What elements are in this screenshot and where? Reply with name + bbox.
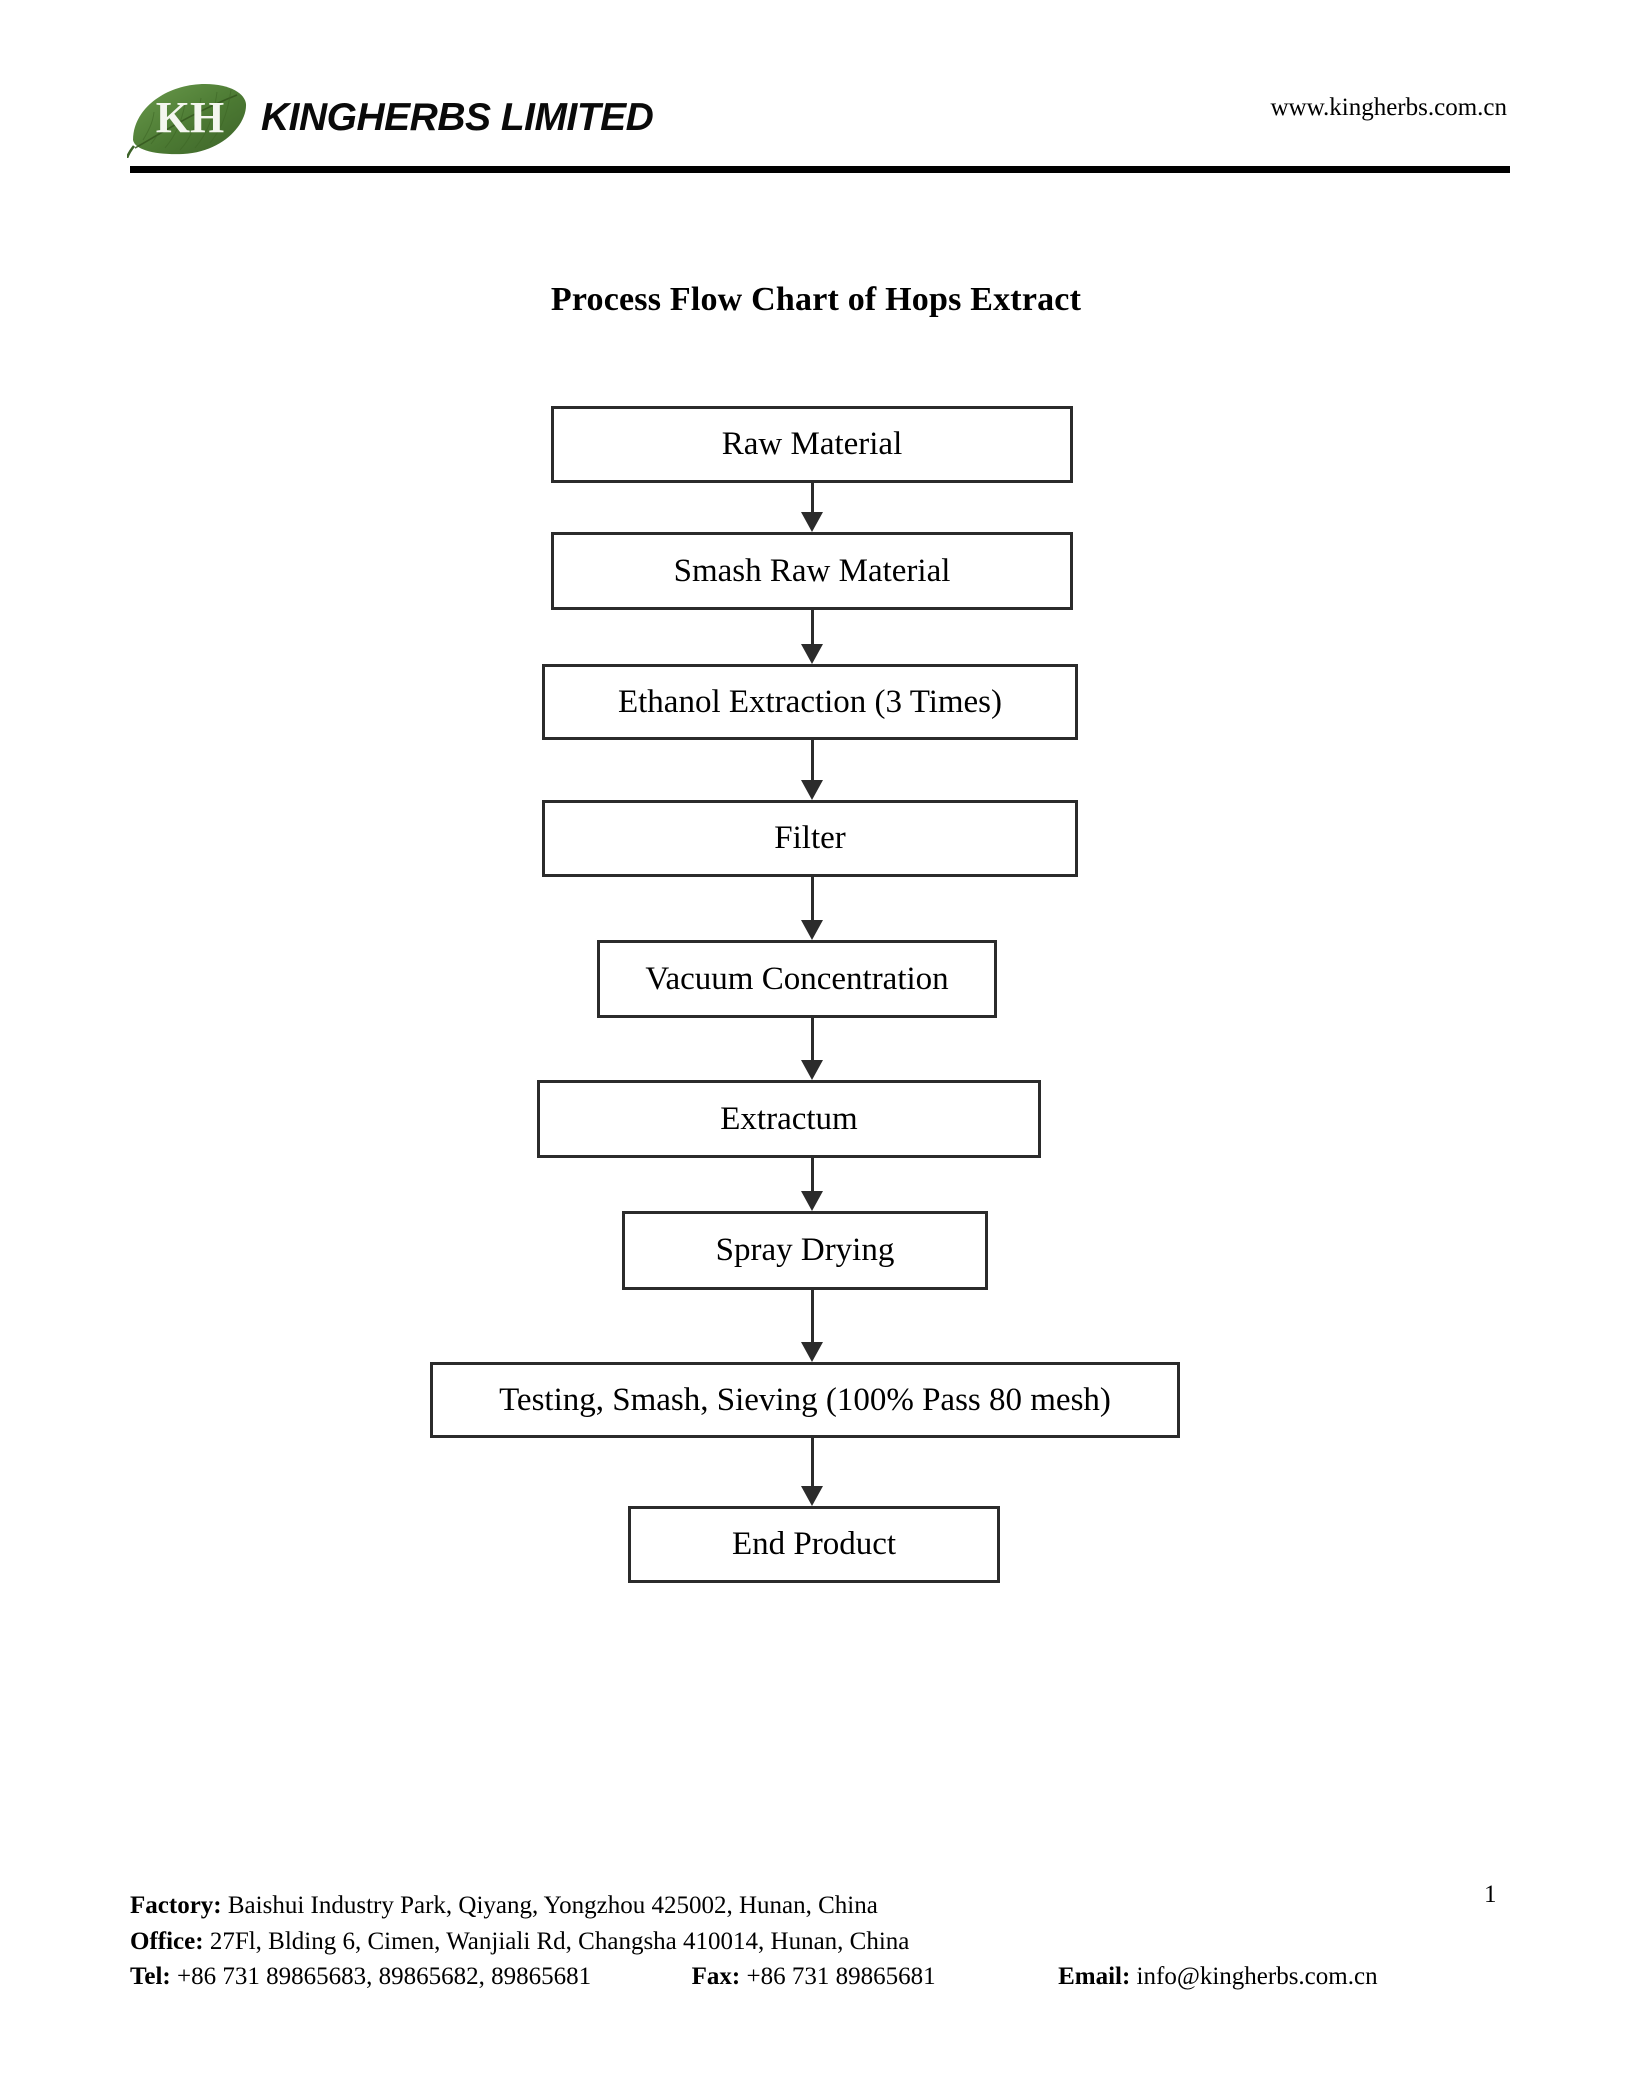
arrow-shaft [810, 1018, 814, 1062]
leaf-icon: KH [127, 78, 249, 158]
arrow-head-icon [801, 780, 823, 800]
header-website-url[interactable]: www.kingherbs.com.cn [1270, 94, 1507, 121]
flow-arrow-n1-to-n2 [798, 483, 826, 532]
flow-node-n8[interactable]: Testing, Smash, Sieving (100% Pass 80 me… [430, 1362, 1180, 1438]
footer-factory-line: Factory: Baishui Industry Park, Qiyang, … [130, 1888, 1510, 1924]
logo-monogram: KH [155, 93, 225, 142]
flow-arrow-n4-to-n5 [798, 877, 826, 940]
flow-node-label: Raw Material [721, 426, 903, 463]
footer-email-value[interactable]: info@kingherbs.com.cn [1136, 1963, 1378, 1990]
flow-node-label: End Product [731, 1526, 897, 1563]
arrow-shaft [810, 1158, 814, 1193]
footer-tel-label: Tel: [130, 1963, 171, 1990]
arrow-shaft [810, 1438, 814, 1488]
company-name: KINGHERBS LIMITED [261, 96, 654, 139]
arrow-head-icon [801, 1060, 823, 1080]
footer-email-label: Email: [1058, 1963, 1131, 1990]
arrow-shaft [810, 1290, 814, 1344]
flow-arrow-n6-to-n7 [798, 1158, 826, 1211]
flow-arrow-n8-to-n9 [798, 1438, 826, 1506]
arrow-shaft [810, 610, 814, 646]
arrow-shaft [810, 740, 814, 782]
flow-node-n9[interactable]: End Product [628, 1506, 1000, 1583]
footer-tel-value: +86 731 89865683, 89865682, 89865681 [177, 1963, 592, 1990]
footer-office-line: Office: 27Fl, Blding 6, Cimen, Wanjiali … [130, 1924, 1510, 1960]
flow-node-label: Smash Raw Material [673, 552, 951, 589]
arrow-head-icon [801, 644, 823, 664]
flow-node-label: Vacuum Concentration [645, 960, 949, 997]
flow-node-n7[interactable]: Spray Drying [622, 1211, 988, 1290]
flow-node-n6[interactable]: Extractum [537, 1080, 1041, 1158]
flow-node-n3[interactable]: Ethanol Extraction (3 Times) [542, 664, 1078, 740]
flow-arrow-n3-to-n4 [798, 740, 826, 800]
arrow-shaft [810, 877, 814, 922]
footer-factory-label: Factory: [130, 1892, 222, 1919]
flow-arrow-n2-to-n3 [798, 610, 826, 664]
page-title: Process Flow Chart of Hops Extract [550, 281, 1082, 318]
footer-fax-value: +86 731 89865681 [746, 1963, 936, 1990]
flow-node-n4[interactable]: Filter [542, 800, 1078, 877]
flow-node-label: Extractum [720, 1100, 858, 1137]
page-number: 1 [1484, 1881, 1497, 1908]
arrow-head-icon [801, 512, 823, 532]
arrow-head-icon [801, 1342, 823, 1362]
page-header: KH KINGHERBS LIMITED www.kingherbs.com.c… [0, 0, 1632, 180]
page-footer: Factory: Baishui Industry Park, Qiyang, … [130, 1888, 1510, 1995]
flow-node-label: Ethanol Extraction (3 Times) [617, 683, 1003, 720]
flow-node-n1[interactable]: Raw Material [551, 406, 1073, 483]
flow-node-label: Spray Drying [715, 1232, 895, 1269]
arrow-head-icon [801, 920, 823, 940]
flow-node-n2[interactable]: Smash Raw Material [551, 532, 1073, 610]
footer-contact-line: Tel: +86 731 89865683, 89865682, 8986568… [130, 1959, 1510, 1995]
header-divider [130, 166, 1510, 173]
brand-logo-block: KH KINGHERBS LIMITED [127, 78, 654, 158]
flow-node-label: Filter [774, 820, 846, 857]
footer-factory-value: Baishui Industry Park, Qiyang, Yongzhou … [227, 1892, 878, 1919]
arrow-shaft [810, 483, 814, 514]
footer-fax-label: Fax: [691, 1963, 741, 1990]
arrow-head-icon [801, 1191, 823, 1211]
flow-arrow-n7-to-n8 [798, 1290, 826, 1362]
footer-office-value: 27Fl, Blding 6, Cimen, Wanjiali Rd, Chan… [209, 1927, 910, 1955]
flow-arrow-n5-to-n6 [798, 1018, 826, 1080]
flow-node-n5[interactable]: Vacuum Concentration [597, 940, 997, 1018]
arrow-head-icon [801, 1486, 823, 1506]
flow-node-label: Testing, Smash, Sieving (100% Pass 80 me… [499, 1381, 1111, 1418]
footer-office-label: Office: [130, 1927, 204, 1955]
